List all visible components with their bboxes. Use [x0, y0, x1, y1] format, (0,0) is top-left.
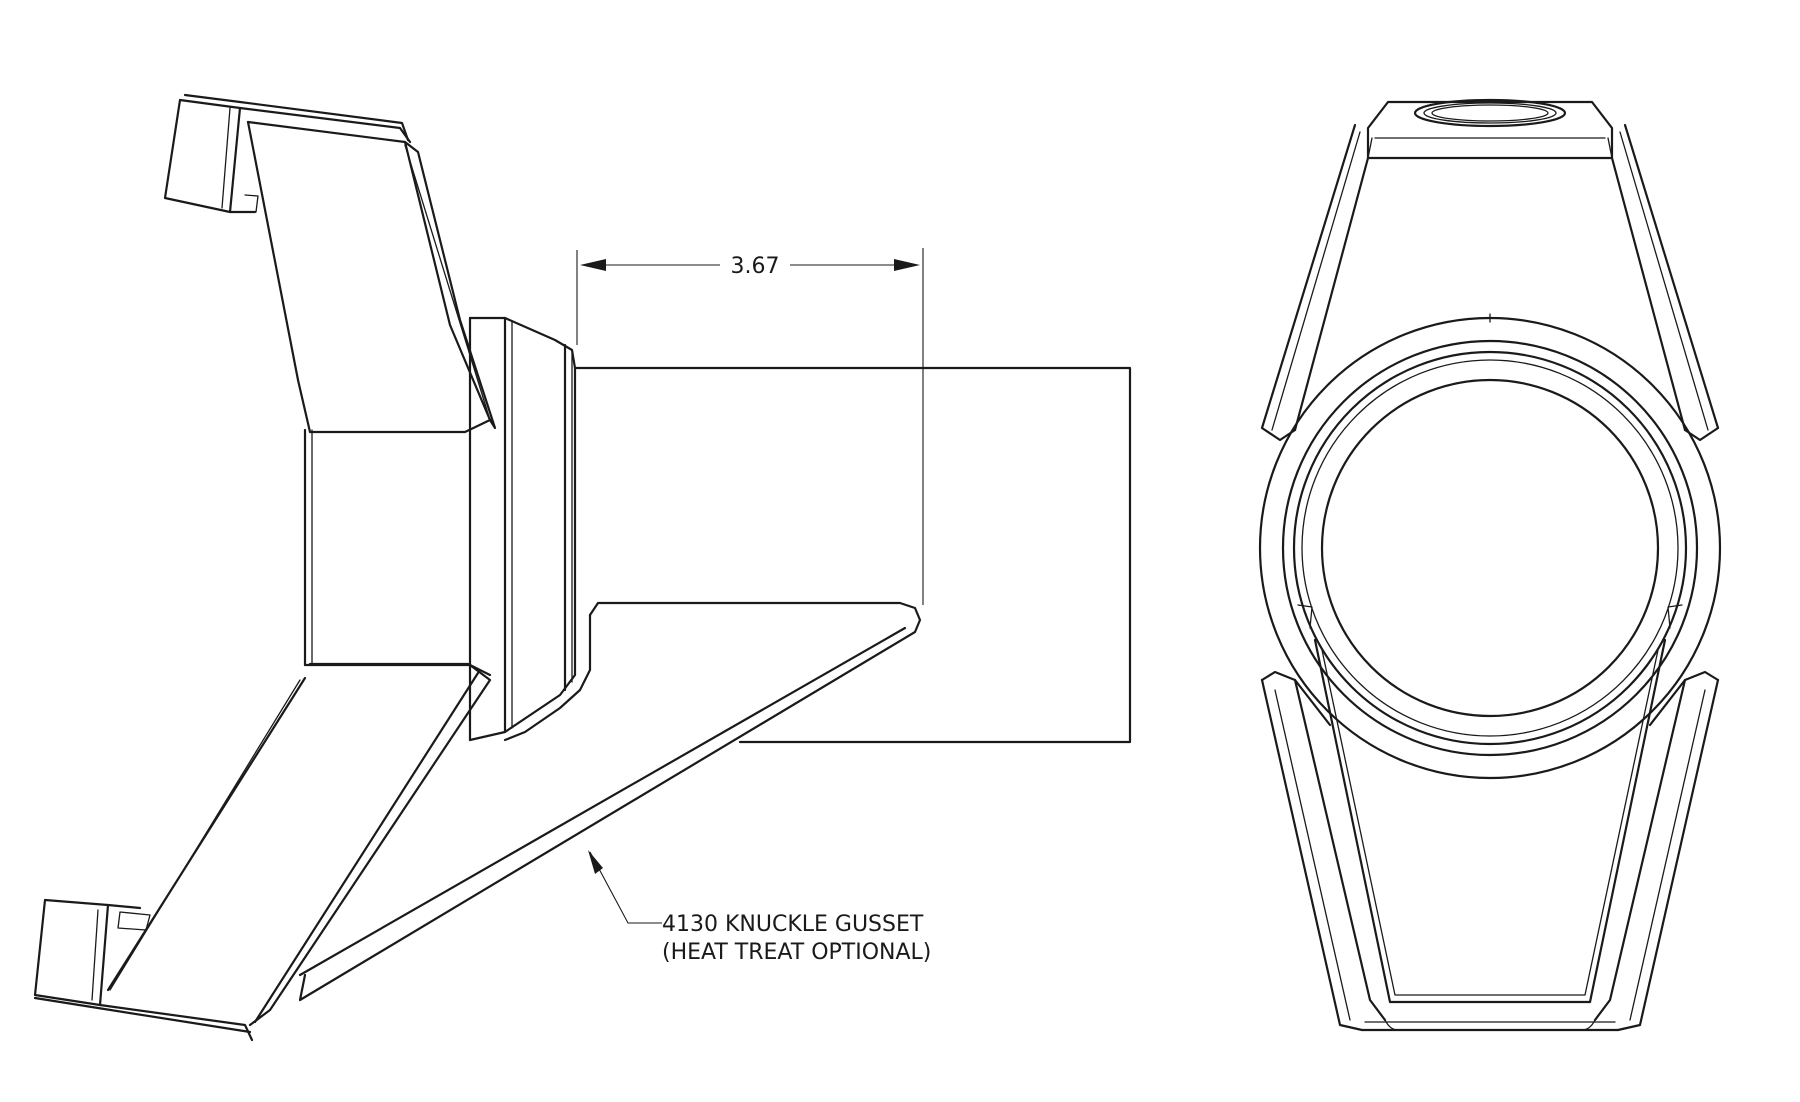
tube-body [573, 366, 1132, 744]
upper-side-plates [1260, 123, 1720, 442]
dimension-label: 3.67 [731, 254, 780, 279]
end-view [1258, 98, 1722, 1032]
lower-bracket [33, 898, 254, 1042]
lower-body [1313, 638, 1667, 1032]
tube-rings [1258, 313, 1722, 780]
callout-line-1: 4130 KNUCKLE GUSSET [662, 912, 924, 937]
gusset-callout: 4130 KNUCKLE GUSSET (HEAT TREAT OPTIONAL… [588, 850, 931, 965]
upper-arm [246, 120, 497, 434]
upper-bracket [163, 93, 412, 214]
lower-side-plates [1260, 670, 1720, 1032]
callout-line-2: (HEAT TREAT OPTIONAL) [662, 940, 931, 965]
side-view: 3.67 4130 KNUCKLE GUSSET (HEAT TREAT OPT… [33, 93, 1132, 1042]
lower-arm [106, 663, 492, 1027]
dimension-3-67: 3.67 [576, 248, 924, 605]
knuckle-gusset [298, 601, 922, 1002]
tube-flange [468, 316, 577, 742]
top-boss [1366, 98, 1614, 160]
knuckle-body [303, 418, 492, 677]
